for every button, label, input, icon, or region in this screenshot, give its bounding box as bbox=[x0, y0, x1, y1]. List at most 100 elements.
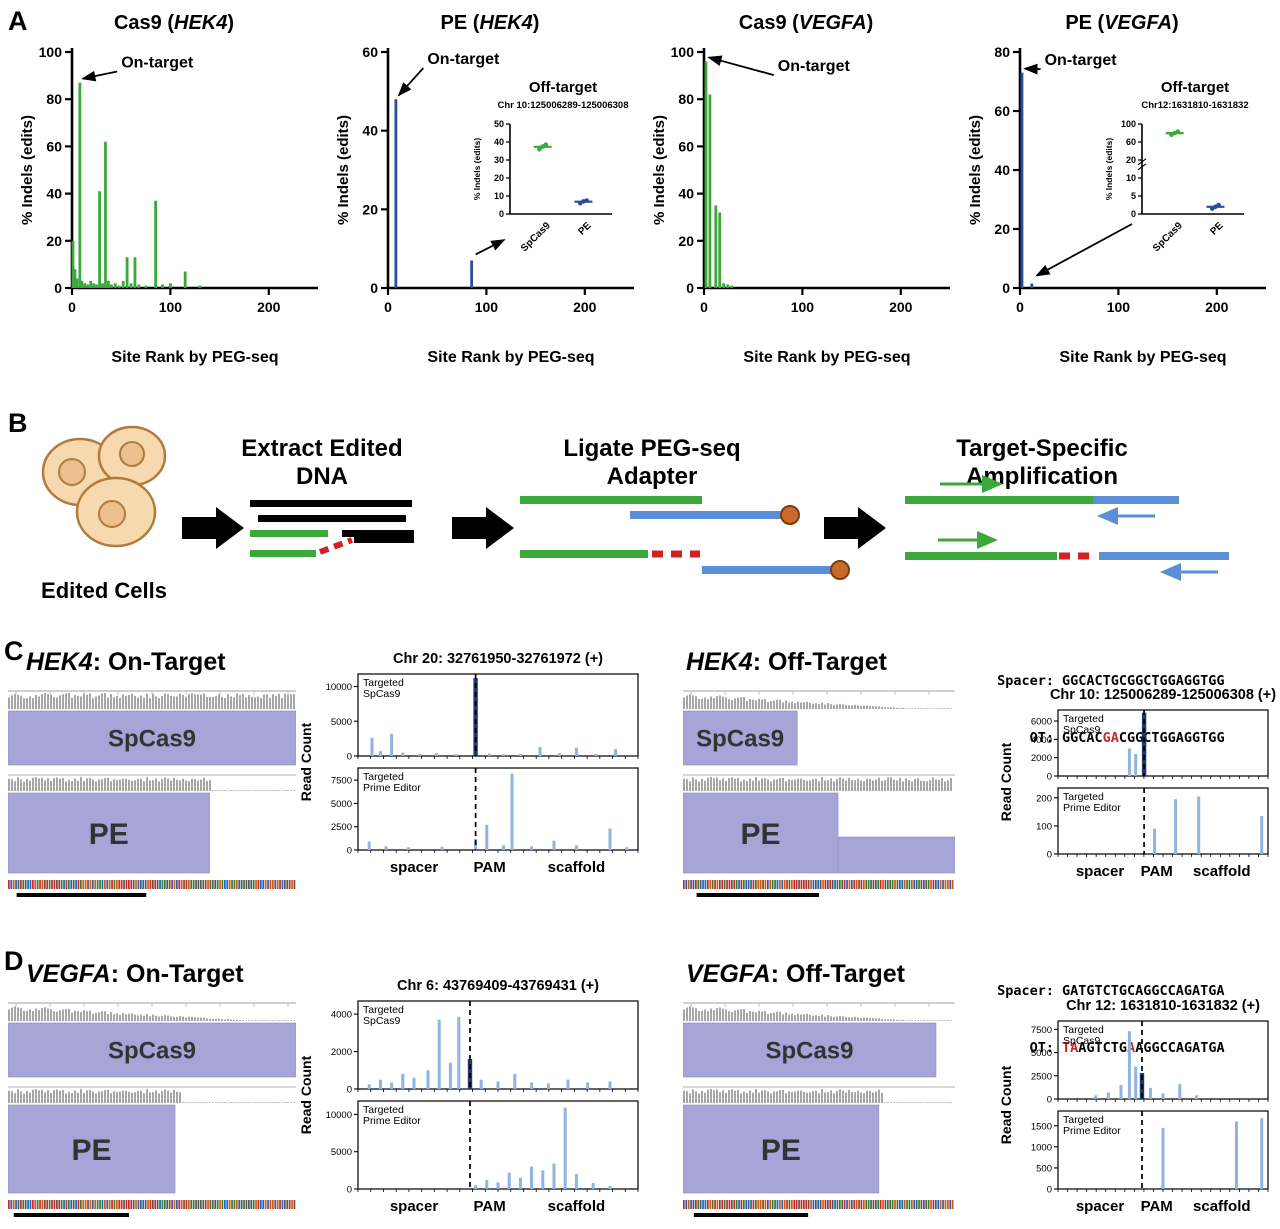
bars bbox=[474, 1107, 612, 1189]
title-post: ) bbox=[1172, 12, 1179, 34]
track-label: SpCas9 bbox=[696, 726, 784, 753]
svg-text:100: 100 bbox=[1121, 119, 1136, 129]
title-gene: VEGFA bbox=[1104, 12, 1173, 34]
svg-text:100: 100 bbox=[1107, 299, 1131, 315]
panel-track-label: Targeted bbox=[363, 771, 404, 783]
chart-title: Chr 6: 43769409-43769431 (+) bbox=[397, 978, 599, 994]
on-target-annotation: On-target bbox=[1045, 52, 1118, 69]
x-category-label: PAM bbox=[1141, 863, 1173, 880]
svg-text:0: 0 bbox=[1047, 772, 1052, 783]
panel-track-label: Targeted bbox=[363, 1004, 404, 1016]
x-category-label: PAM bbox=[473, 1198, 505, 1215]
svg-text:0: 0 bbox=[347, 752, 352, 763]
step3-title-line1: Target-Specific bbox=[956, 435, 1128, 462]
y-axis-label: Read Count bbox=[998, 1065, 1014, 1144]
workflow-arrow-1 bbox=[182, 507, 244, 549]
y-axis-label: % Indels (edits) bbox=[335, 115, 352, 225]
svg-text:100: 100 bbox=[791, 299, 815, 315]
track-label: SpCas9 bbox=[108, 726, 196, 753]
svg-text:0: 0 bbox=[54, 280, 62, 296]
panel-track-label: SpCas9 bbox=[1063, 724, 1101, 736]
title-pre: PE ( bbox=[440, 12, 480, 34]
panel-track-label: Targeted bbox=[1063, 1024, 1104, 1036]
y-axis-label: Read Count bbox=[998, 742, 1014, 821]
x-category-label: spacer bbox=[390, 859, 439, 876]
track-underline bbox=[696, 893, 819, 897]
svg-text:0: 0 bbox=[1002, 280, 1010, 296]
heading-hek4-on-target: HEK4: On-Target bbox=[26, 648, 226, 677]
track-label: PE bbox=[741, 818, 781, 851]
x-axis-label: Site Rank by PEG-seq bbox=[1059, 349, 1226, 366]
title-post: ) bbox=[866, 12, 874, 34]
svg-text:10: 10 bbox=[494, 191, 504, 201]
svg-text:60: 60 bbox=[678, 138, 694, 154]
bars bbox=[1161, 1118, 1264, 1189]
svg-text:5000: 5000 bbox=[1031, 1048, 1052, 1059]
readcount-chart-hek4-on: Chr 20: 32761950-32761972 (+) Read Count 0… bbox=[298, 648, 648, 888]
svg-text:0: 0 bbox=[68, 299, 76, 315]
svg-text:4000: 4000 bbox=[331, 1010, 352, 1021]
inset-group-label: SpCas9 bbox=[519, 220, 553, 254]
step2-title-line1: Ligate PEG-seq bbox=[563, 435, 740, 462]
y-axis-label: Read Count bbox=[298, 722, 314, 801]
spacer-row: Spacer:GATGTCTGCAGGCCAGATGA bbox=[978, 982, 1225, 1001]
heading-rest: : On-Target bbox=[92, 648, 226, 676]
on-target-annotation: On-target bbox=[427, 51, 500, 68]
panel-track-label: SpCas9 bbox=[363, 1015, 401, 1027]
x-category-label: scaffold bbox=[548, 1198, 606, 1215]
svg-text:2500: 2500 bbox=[1031, 1071, 1052, 1082]
readcount-chart-hek4-off: Chr 10: 125006289-125006308 (+) Read Coun… bbox=[998, 684, 1278, 892]
panel-b-workflow-diagram: Edited Cells Extract Edited DNA Ligate P… bbox=[41, 425, 1229, 603]
heading-gene: HEK4 bbox=[686, 648, 753, 676]
ot-label: OT: bbox=[1029, 1040, 1054, 1056]
heading-gene: HEK4 bbox=[26, 648, 93, 676]
x-category-label: scaffold bbox=[548, 859, 606, 876]
panel-track-label: Prime Editor bbox=[1063, 1125, 1121, 1137]
svg-text:0: 0 bbox=[499, 209, 504, 219]
title-pre: Cas9 ( bbox=[113, 12, 174, 34]
title-gene: VEGFA bbox=[798, 12, 867, 34]
panel-track-label: Targeted bbox=[363, 677, 404, 689]
svg-text:4000: 4000 bbox=[1031, 735, 1052, 746]
svg-text:100: 100 bbox=[1036, 821, 1052, 832]
svg-text:2500: 2500 bbox=[331, 822, 352, 833]
panel-track-label: Targeted bbox=[1063, 713, 1104, 725]
adapter-bead-1 bbox=[780, 505, 800, 525]
svg-text:0: 0 bbox=[1016, 299, 1024, 315]
chart-title-cas9-vegfa: Cas9 (VEGFA) bbox=[648, 2, 964, 36]
y-axis-label: % Indels (edits) bbox=[651, 115, 668, 225]
y-axis-label: % Indels (edits) bbox=[19, 115, 36, 225]
track-label: PE bbox=[89, 818, 129, 851]
spacer-row: Spacer:GGCACTGCGGCTGGAGGTGG bbox=[978, 672, 1225, 691]
svg-text:6000: 6000 bbox=[1031, 717, 1052, 728]
on-target-annotation: On-target bbox=[121, 55, 194, 72]
inset-subtitle: Chr 10:125006289-125006308 bbox=[498, 100, 629, 111]
svg-text:0: 0 bbox=[347, 1185, 352, 1196]
svg-text:200: 200 bbox=[889, 299, 913, 315]
ot-row: OT:TAAGTCTGAAGGCCAGATGA bbox=[978, 1039, 1225, 1058]
matching-bases: AGTCTG bbox=[1078, 1040, 1128, 1056]
chart-title: Chr 10: 125006289-125006308 (+) bbox=[1050, 687, 1276, 703]
svg-text:0: 0 bbox=[347, 846, 352, 857]
x-axis-label: Site Rank by PEG-seq bbox=[111, 349, 278, 366]
svg-text:100: 100 bbox=[39, 44, 63, 60]
bars bbox=[1020, 72, 1034, 289]
svg-text:200: 200 bbox=[1036, 793, 1052, 804]
svg-text:2000: 2000 bbox=[331, 1047, 352, 1058]
inset-y-axis-label: % Indels (edits) bbox=[1104, 138, 1114, 201]
svg-text:20: 20 bbox=[46, 233, 62, 249]
svg-text:200: 200 bbox=[1205, 299, 1229, 315]
x-category-label: scaffold bbox=[1193, 1198, 1251, 1215]
matching-bases: GGCAC bbox=[1062, 730, 1103, 746]
heading-vegfa-on-target: VEGFA: On-Target bbox=[26, 960, 244, 989]
spacer-sequence: GATGTCTGCAGGCCAGATGA bbox=[1062, 983, 1225, 999]
chart-title: Chr 20: 32761950-32761972 (+) bbox=[393, 651, 603, 667]
